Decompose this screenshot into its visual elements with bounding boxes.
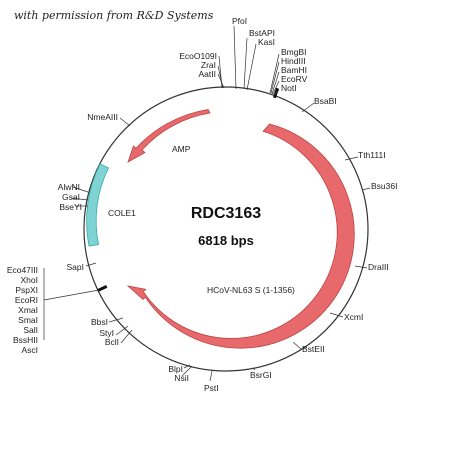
site-label-noti: NotI <box>281 83 297 93</box>
site-label-nmeaiii: NmeAIII <box>87 112 118 122</box>
site-label-pspxi: PspXI <box>15 285 38 295</box>
site-label-alwni: AlwNI <box>58 182 80 192</box>
site-label-xhoi: XhoI <box>21 275 39 285</box>
site-label-xmai: XmaI <box>18 305 38 315</box>
site-label-kasi: KasI <box>258 37 275 47</box>
site-label-nsii: NsiI <box>174 373 189 383</box>
site-label-xcmi: XcmI <box>344 312 363 322</box>
site-label-bsu36i: Bsu36I <box>371 181 397 191</box>
plasmid-backbone <box>83 86 369 372</box>
site-label-bseyi: BseYI <box>59 202 82 212</box>
site-label-aatii: AatII <box>199 69 216 79</box>
site-label-ecorv: EcoRV <box>281 74 308 84</box>
site-label-smai: SmaI <box>18 315 38 325</box>
site-label-pfoi: PfoI <box>232 16 247 26</box>
site-label-asci: AscI <box>21 345 38 355</box>
site-label-ecori: EcoRI <box>15 295 38 305</box>
cole1-feature <box>86 163 110 247</box>
site-label-bstapi: BstAPI <box>249 28 275 38</box>
site-label-tth111i: Tth111I <box>358 150 386 160</box>
site-label-bsabi: BsaBI <box>314 96 337 106</box>
site-leader-lines <box>43 25 371 382</box>
site-label-bbsi: BbsI <box>91 317 108 327</box>
plasmid-name: RDC3163 <box>191 205 261 222</box>
hcov-feature-arrow <box>126 123 355 349</box>
site-label-styi: StyI <box>99 328 114 338</box>
plasmid-size: 6818 bps <box>198 233 254 248</box>
feature-label-cole1: COLE1 <box>108 208 136 218</box>
site-label-bsrgi: BsrGI <box>250 370 272 380</box>
site-label-zrai: ZraI <box>201 60 216 70</box>
amp-feature-arrow <box>127 109 211 163</box>
site-label-bamhi: BamHI <box>281 65 307 75</box>
feature-label-amp: AMP <box>172 144 191 154</box>
credit-text: with permission from R&D Systems <box>14 9 214 22</box>
site-label-draiii: DraIII <box>368 262 389 272</box>
site-label-sapi: SapI <box>67 262 85 272</box>
site-label-bsshii: BssHII <box>13 335 38 345</box>
site-label-psti: PstI <box>204 383 219 393</box>
site-label-hindiii: HindIII <box>281 56 306 66</box>
site-label-bcli: BclI <box>105 337 119 347</box>
site-cluster-mark-left <box>97 284 108 292</box>
site-label-blpi: BlpI <box>168 364 183 374</box>
feature-label-hcov: HCoV-NL63 S (1-1356) <box>207 285 295 295</box>
site-label-sali: SalI <box>23 325 38 335</box>
site-label-bmgbi: BmgBI <box>281 47 307 57</box>
site-label-gsai: GsaI <box>62 192 80 202</box>
site-label-bsteii: BstEII <box>302 344 325 354</box>
site-label-eco47iii: Eco47III <box>7 265 38 275</box>
site-label-ecoo109i: EcoO109I <box>179 51 217 61</box>
